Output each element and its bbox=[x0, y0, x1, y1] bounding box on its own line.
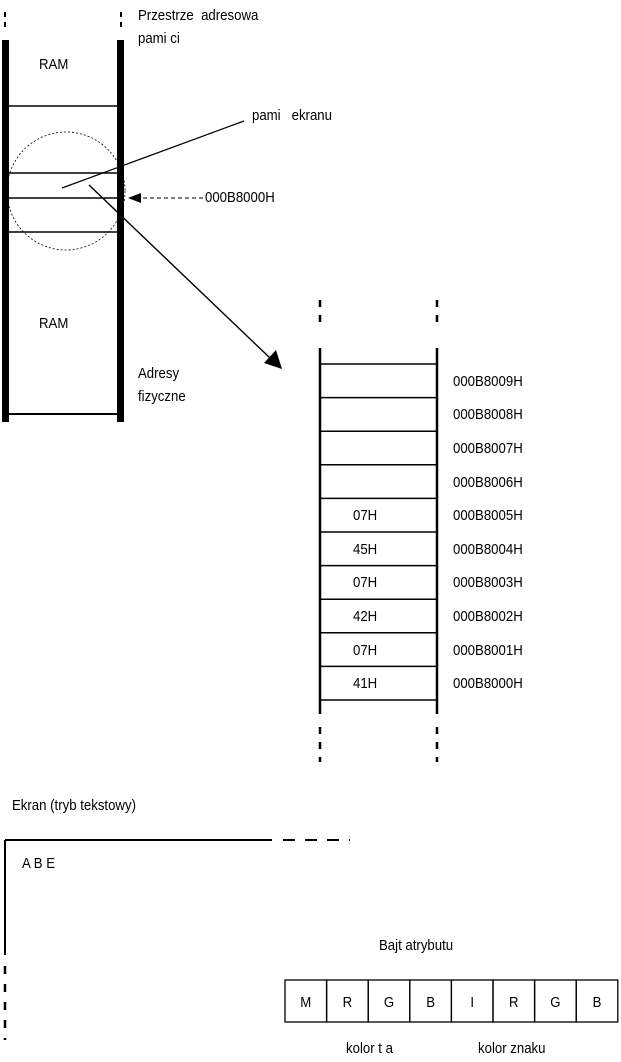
physical-addresses-line2: fizyczne bbox=[138, 388, 186, 405]
memory-cell-value: 45H bbox=[353, 540, 378, 558]
foreground-color-label: kolor znaku bbox=[478, 1040, 546, 1057]
memory-cell-value: 41H bbox=[353, 675, 378, 693]
screen-memory-label: pami ekranu bbox=[252, 107, 332, 124]
attribute-bit-cell bbox=[575, 979, 619, 1023]
memory-cell-value: 07H bbox=[353, 574, 378, 592]
attribute-bit-label: B bbox=[593, 993, 602, 1010]
background-color-label: kolor t a bbox=[346, 1040, 393, 1057]
base-address-arrowhead bbox=[128, 193, 141, 203]
attribute-byte-title: Bajt atrybutu bbox=[379, 937, 454, 954]
ram-top-label: RAM bbox=[39, 56, 69, 73]
column-right-wall bbox=[117, 40, 124, 422]
screen-memory-pointer bbox=[61, 120, 245, 189]
attribute-bit-label: B bbox=[426, 993, 435, 1010]
attribute-bit-label: G bbox=[550, 993, 560, 1010]
address-space-title-line2: pami ci bbox=[138, 30, 180, 47]
memory-cell-address: 000B8006H bbox=[453, 473, 523, 491]
zoom-circle bbox=[6, 131, 126, 251]
memory-cell-address: 000B8001H bbox=[453, 641, 523, 659]
attribute-bit-label: M bbox=[300, 993, 311, 1010]
memory-cell-address: 000B8008H bbox=[453, 406, 523, 424]
memory-cell-address: 000B8004H bbox=[453, 540, 523, 558]
memory-cell-column bbox=[318, 300, 439, 762]
physical-addresses-line1: Adresy bbox=[138, 365, 180, 382]
memory-cell-value: 07H bbox=[353, 641, 378, 659]
base-address-label: 000B8000H bbox=[205, 189, 275, 206]
address-space-title-line1: Przestrze adresowa bbox=[138, 7, 259, 24]
memory-cell-address: 000B8002H bbox=[453, 608, 523, 625]
attribute-bit-label: R bbox=[509, 993, 519, 1010]
screen-title: Ekran (tryb tekstowy) bbox=[12, 797, 136, 814]
ram-bottom-label: RAM bbox=[39, 315, 69, 332]
attribute-bit-label: R bbox=[343, 993, 353, 1010]
memory-cell-address: 000B8005H bbox=[453, 507, 523, 525]
attribute-bit-label: G bbox=[384, 993, 394, 1010]
memory-cell-address: 000B8003H bbox=[453, 574, 523, 592]
memory-cell-address: 000B8007H bbox=[453, 440, 523, 457]
memory-cell-address: 000B8000H bbox=[453, 675, 523, 693]
address-space-column bbox=[2, 12, 126, 422]
screen-outline bbox=[3, 839, 350, 1040]
zoom-arrowhead bbox=[264, 350, 282, 369]
screen-content: A B E bbox=[22, 855, 56, 872]
column-left-wall bbox=[2, 40, 9, 422]
memory-cell-address: 000B8009H bbox=[453, 372, 523, 390]
memory-cell-value: 07H bbox=[353, 507, 378, 525]
attribute-bit-label: I bbox=[470, 993, 474, 1010]
zoom-arrow bbox=[88, 184, 271, 359]
memory-cell-value: 42H bbox=[353, 608, 378, 625]
